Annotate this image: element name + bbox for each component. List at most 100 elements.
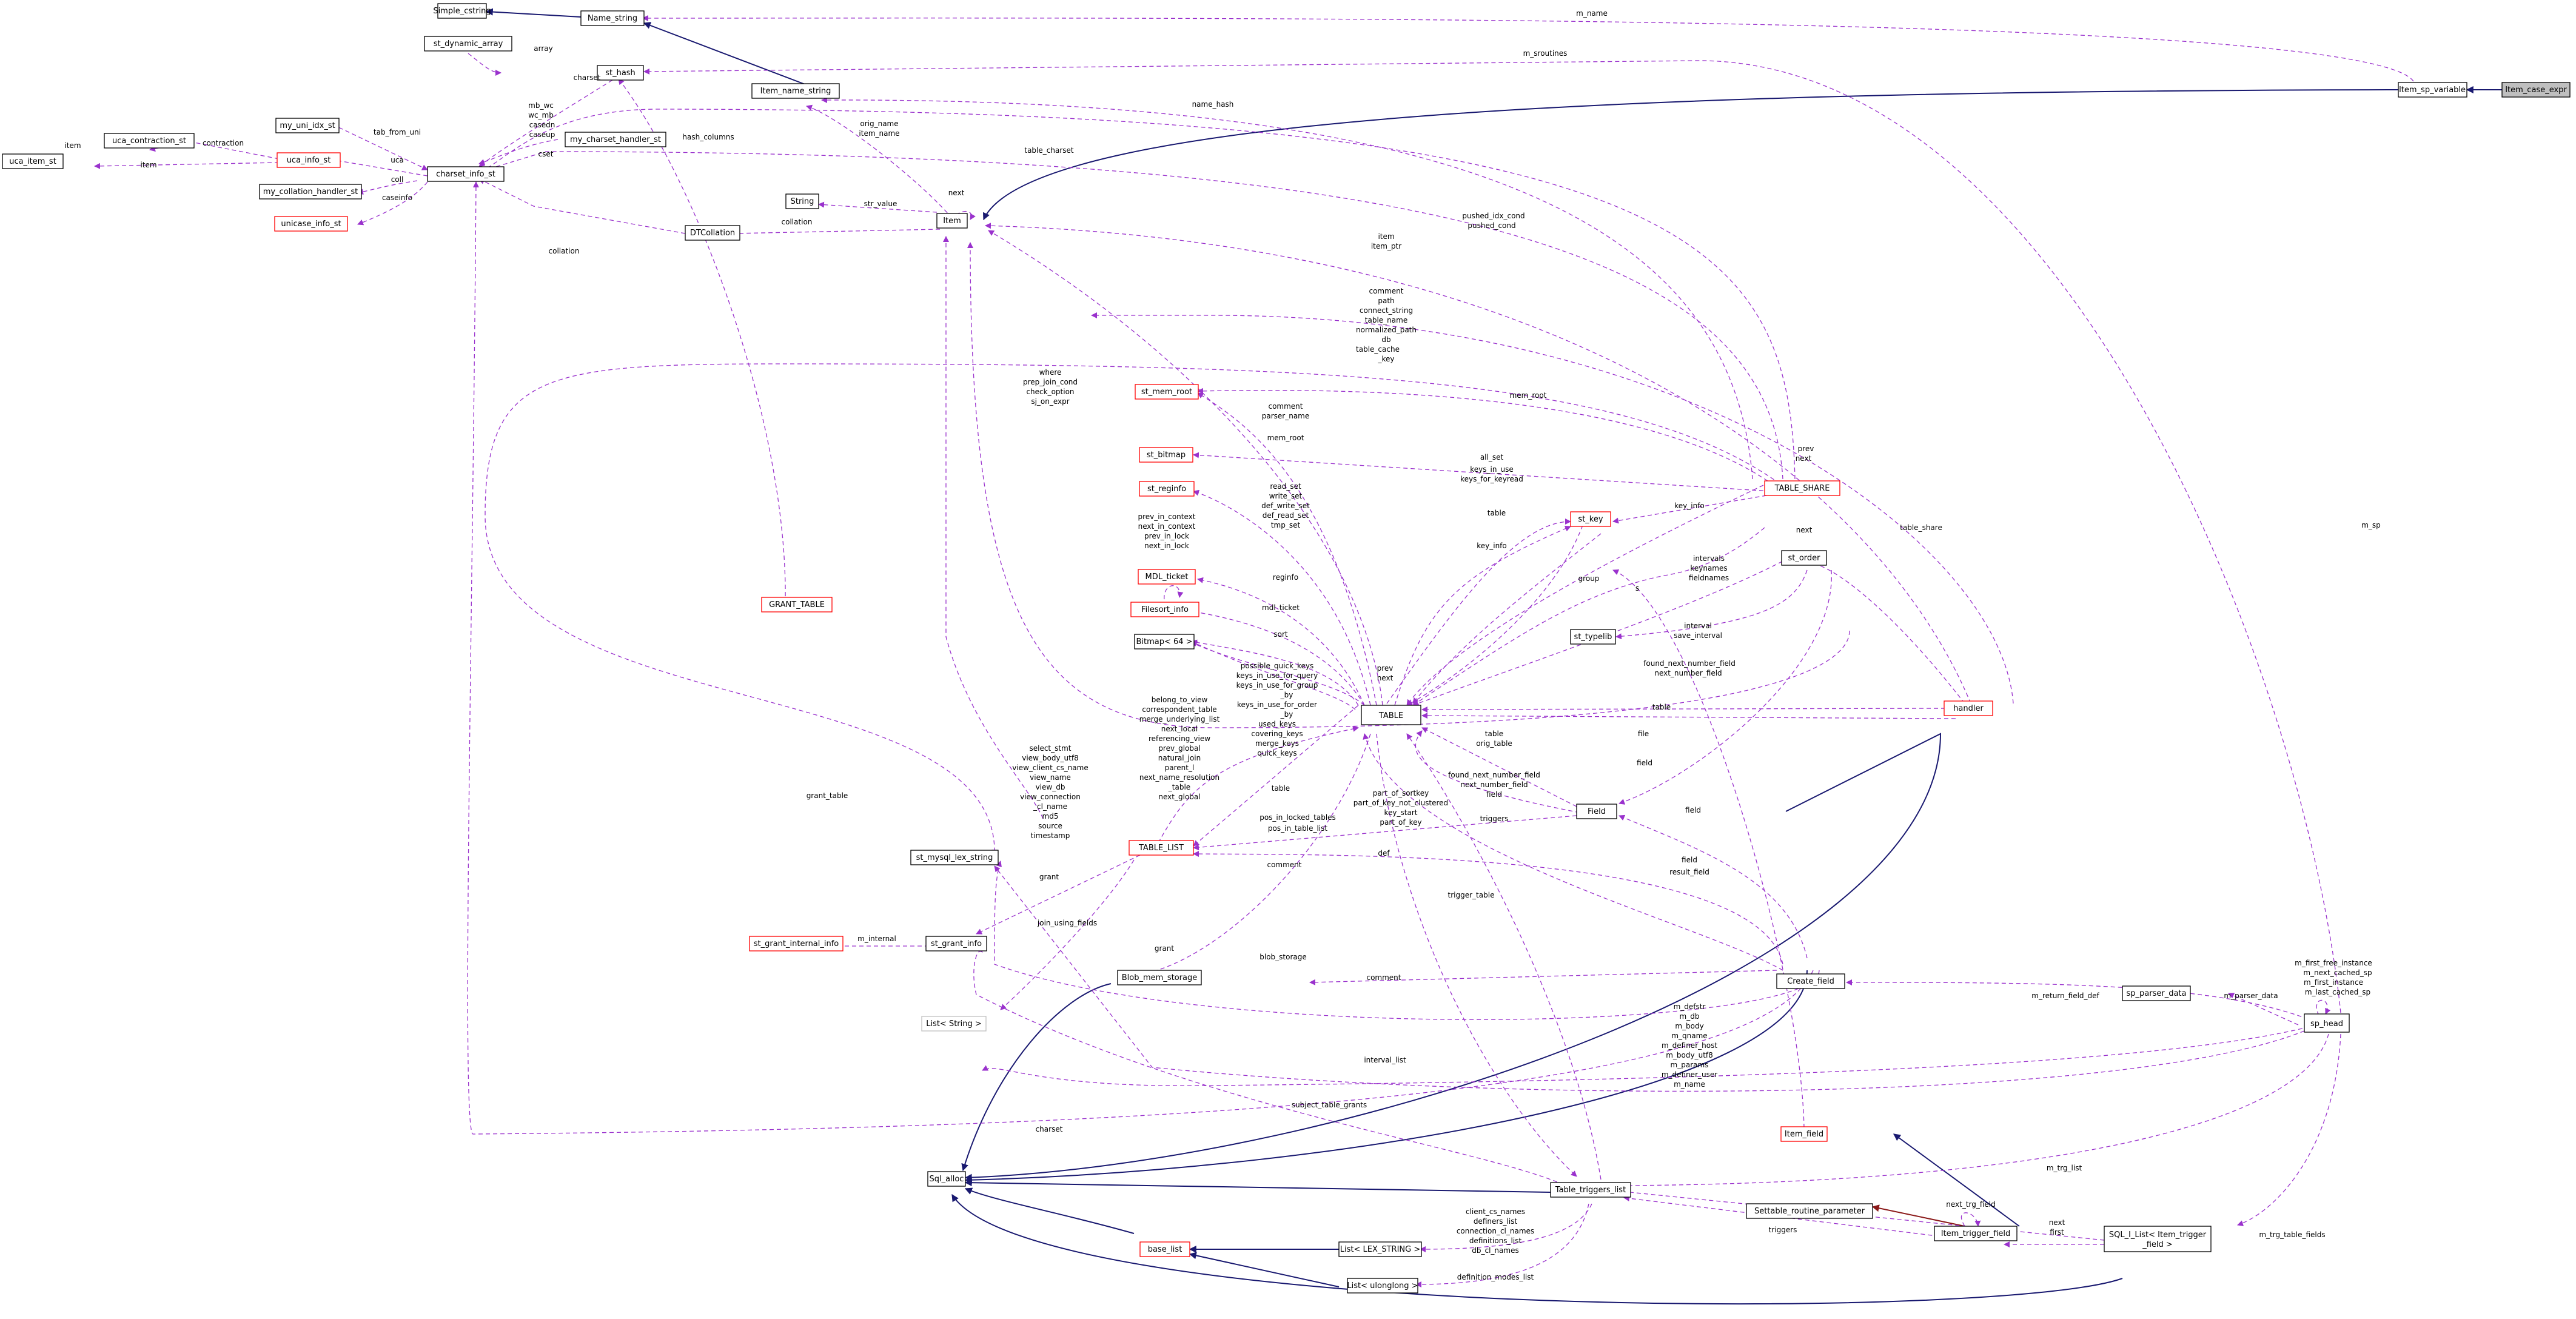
- node-item-case-expr[interactable]: Item_case_expr: [2501, 82, 2571, 98]
- node-item-trigger-field[interactable]: Item_trigger_field: [1934, 1226, 2018, 1241]
- edge-label: view_client_cs_name: [1012, 764, 1088, 772]
- edge-label: triggers: [1769, 1226, 1797, 1234]
- node-sp-head[interactable]: sp_head: [2304, 1013, 2350, 1033]
- node-simple-cstring[interactable]: Simple_cstring: [433, 3, 491, 19]
- edge-label: natural_join: [1158, 754, 1201, 762]
- edge-label: keys_in_use: [1470, 465, 1513, 474]
- edge-label: field: [1685, 806, 1701, 814]
- node-st-mysql-lex-string[interactable]: st_mysql_lex_string: [910, 850, 999, 865]
- node-my-collation-handler-st[interactable]: my_collation_handler_st: [259, 184, 362, 200]
- edge-label: wc_mb: [528, 111, 554, 119]
- edge-label: hash_columns: [682, 133, 734, 141]
- node-sql-alloc[interactable]: Sql_alloc: [927, 1171, 966, 1187]
- edge-label: table: [1485, 730, 1503, 738]
- edges: [94, 8, 2502, 1305]
- edge-label: blob_storage: [1259, 953, 1307, 961]
- edge-label: quick_keys: [1257, 749, 1296, 757]
- node-st-mem-root[interactable]: st_mem_root: [1135, 384, 1199, 400]
- edge-label: name_hash: [1192, 100, 1234, 109]
- edge-label: connection_cl_names: [1457, 1227, 1534, 1235]
- edge-label: view_body_utf8: [1022, 754, 1078, 762]
- edge-label: interval: [1684, 622, 1712, 630]
- node-item-name-string[interactable]: Item_name_string: [751, 83, 840, 99]
- edge-label: belong_to_view: [1152, 696, 1208, 704]
- edge-label: source: [1038, 822, 1062, 830]
- node-uca-item-st[interactable]: uca_item_st: [2, 153, 64, 169]
- node-st-order[interactable]: st_order: [1781, 550, 1827, 566]
- node-list-string[interactable]: List< String >: [921, 1016, 987, 1032]
- svg-text:st_grant_internal_info: st_grant_internal_info: [754, 939, 839, 948]
- node-base-list[interactable]: base_list: [1139, 1241, 1190, 1257]
- node-st-grant-info[interactable]: st_grant_info: [925, 936, 987, 951]
- node-sp-parser-data[interactable]: sp_parser_data: [2122, 985, 2191, 1001]
- edge-label: table: [1652, 703, 1671, 711]
- node-table-share[interactable]: TABLE_SHARE: [1764, 480, 1840, 496]
- node-st-grant-internal-info[interactable]: st_grant_internal_info: [749, 936, 844, 951]
- edge-label: m_first_instance: [2304, 978, 2363, 987]
- edge-label: triggers: [1480, 814, 1509, 823]
- node-st-bitmap[interactable]: st_bitmap: [1139, 447, 1193, 463]
- node-bitmap-64[interactable]: Bitmap< 64 >: [1134, 634, 1195, 649]
- node-table-triggers-list[interactable]: Table_triggers_list: [1550, 1182, 1631, 1198]
- node-my-charset-handler-st[interactable]: my_charset_handler_st: [565, 132, 666, 147]
- node-handler[interactable]: handler: [1944, 700, 1993, 716]
- node-st-key[interactable]: st_key: [1570, 511, 1611, 527]
- node-name-string[interactable]: Name_string: [580, 10, 645, 26]
- node-table-list[interactable]: TABLE_LIST: [1129, 840, 1194, 856]
- node-mdl-ticket[interactable]: MDL_ticket: [1138, 569, 1196, 585]
- node-st-reginfo[interactable]: st_reginfo: [1139, 481, 1195, 497]
- edge-label: mem_root: [1510, 391, 1547, 400]
- svg-text:Item_trigger_field: Item_trigger_field: [1941, 1229, 2011, 1238]
- node-list-ulonglong[interactable]: List< ulonglong >: [1347, 1278, 1418, 1294]
- svg-text:st_bitmap: st_bitmap: [1147, 451, 1186, 460]
- edge-label: contraction: [203, 139, 244, 147]
- edge-label: pushed_cond: [1467, 221, 1515, 230]
- edge-label: grant: [1155, 944, 1175, 953]
- node-uca-contraction-st[interactable]: uca_contraction_st: [104, 133, 195, 149]
- edge-label: next: [1796, 454, 1812, 463]
- svg-text:uca_item_st: uca_item_st: [9, 157, 56, 166]
- edge-label: tmp_set: [1271, 521, 1301, 529]
- node-item-sp-variable[interactable]: Item_sp_variable: [2398, 82, 2467, 98]
- node-dtcollation[interactable]: DTCollation: [685, 225, 740, 241]
- node-st-dynamic-array[interactable]: st_dynamic_array: [424, 36, 512, 52]
- edge-label: comment: [1369, 287, 1403, 295]
- edge-label: table: [1272, 784, 1290, 793]
- node-table[interactable]: TABLE: [1361, 705, 1421, 725]
- edge-label: uca: [391, 156, 404, 164]
- edge-label: cset: [538, 150, 554, 158]
- node-st-typelib[interactable]: st_typelib: [1570, 629, 1616, 645]
- node-uca-info-st[interactable]: uca_info_st: [277, 152, 341, 168]
- edge-label: s: [1635, 584, 1639, 592]
- node-settable-routine-parameter[interactable]: Settable_routine_parameter: [1746, 1203, 1873, 1219]
- node-list-lex-string[interactable]: List< LEX_STRING >: [1338, 1241, 1422, 1257]
- node-st-hash[interactable]: st_hash: [597, 65, 644, 81]
- svg-text:Item_sp_variable: Item_sp_variable: [2399, 86, 2466, 95]
- edge-label: prev_in_context: [1138, 512, 1196, 521]
- node-unicase-info-st[interactable]: unicase_info_st: [274, 216, 348, 232]
- edge-label: view_db: [1036, 783, 1065, 791]
- node-sql-i-list[interactable]: SQL_I_List< Item_trigger_field >: [2104, 1226, 2212, 1252]
- node-item[interactable]: Item: [936, 213, 968, 229]
- edge-label: join_using_fields: [1037, 919, 1097, 927]
- edge-label: definers_list: [1474, 1217, 1518, 1226]
- node-item-field[interactable]: Item_field: [1780, 1126, 1828, 1142]
- edge-labels: m_name m_sroutines array charset hash_co…: [64, 9, 2380, 1281]
- node-grant-table[interactable]: GRANT_TABLE: [761, 597, 833, 613]
- edge-label: prev: [1377, 664, 1394, 673]
- edge-label: parser_name: [1262, 412, 1310, 420]
- node-blob-mem-storage[interactable]: Blob_mem_storage: [1117, 970, 1202, 985]
- node-string[interactable]: String: [785, 193, 819, 209]
- node-create-field[interactable]: Create_field: [1776, 973, 1845, 989]
- node-charset-info-st[interactable]: charset_info_st: [427, 166, 505, 182]
- node-my-uni-idx-st[interactable]: my_uni_idx_st: [275, 118, 340, 133]
- edge-label: all_set: [1480, 453, 1504, 461]
- node-filesort-info[interactable]: Filesort_info: [1130, 602, 1199, 617]
- edge-label: key_info: [1674, 502, 1705, 510]
- svg-text:charset_info_st: charset_info_st: [436, 170, 495, 179]
- edge-label: collation: [549, 247, 580, 255]
- edge-label: keys_in_use_for_order: [1237, 700, 1317, 709]
- node-field[interactable]: Field: [1576, 804, 1617, 819]
- svg-text:List< LEX_STRING >: List< LEX_STRING >: [1340, 1245, 1421, 1254]
